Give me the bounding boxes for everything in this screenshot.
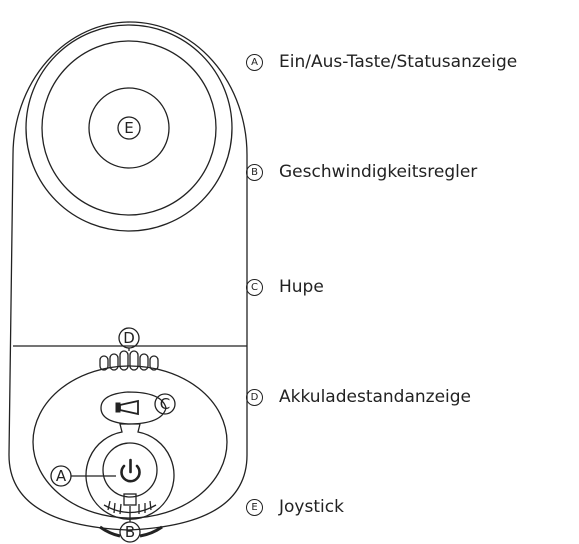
callout-label-e: E	[124, 119, 133, 137]
callout-label-a: A	[56, 467, 67, 485]
joystick-knob	[88, 87, 170, 169]
battery-led-5	[139, 353, 149, 371]
legend-item-e: E Joystick	[246, 497, 344, 517]
legend-item-d: D Akkuladestandanzeige	[246, 387, 471, 407]
power-icon	[120, 458, 141, 483]
battery-led-1	[99, 355, 109, 371]
power-button[interactable]	[102, 442, 158, 498]
horn-button[interactable]	[100, 391, 167, 425]
battery-led-2	[109, 353, 119, 371]
horn-icon	[115, 399, 139, 416]
speed-wheel-ridges	[107, 500, 152, 515]
legend-key-d: D	[246, 388, 263, 406]
legend-label-d: Akkuladestandanzeige	[279, 387, 472, 407]
legend-label-a: Ein/Aus-Taste/Statusanzeige	[279, 52, 518, 72]
legend-key-b: B	[246, 163, 263, 181]
legend-item-a: A Ein/Aus-Taste/Statusanzeige	[246, 52, 517, 72]
button-panel	[32, 365, 228, 519]
control-unit-housing	[8, 21, 248, 531]
joystick-middle-ring	[41, 40, 217, 216]
speed-wheel-marker	[123, 493, 137, 506]
legend-key-c: C	[246, 278, 263, 296]
battery-led-3	[119, 350, 129, 371]
battery-led-6	[149, 355, 159, 371]
speed-indicator-bar	[99, 525, 163, 538]
callout-label-b: B	[125, 523, 135, 541]
legend-label-c: Hupe	[279, 277, 324, 297]
joystick-outer-ring	[25, 24, 233, 232]
callout-label-d: D	[123, 329, 135, 347]
legend: A Ein/Aus-Taste/Statusanzeige B Geschwin…	[246, 0, 579, 544]
legend-key-e: E	[246, 498, 263, 516]
joystick-control-diagram: D C A B E	[8, 21, 248, 543]
callout-circle-c	[154, 393, 176, 415]
callout-circle-e	[117, 116, 141, 140]
battery-led-4	[129, 350, 139, 371]
legend-item-c: C Hupe	[246, 277, 324, 297]
legend-key-a: A	[246, 53, 263, 71]
callout-label-c: C	[160, 395, 170, 413]
legend-label-b: Geschwindigkeitsregler	[279, 162, 478, 182]
legend-label-e: Joystick	[279, 497, 344, 517]
legend-item-b: B Geschwindigkeitsregler	[246, 162, 477, 182]
power-button-surround	[85, 423, 175, 520]
